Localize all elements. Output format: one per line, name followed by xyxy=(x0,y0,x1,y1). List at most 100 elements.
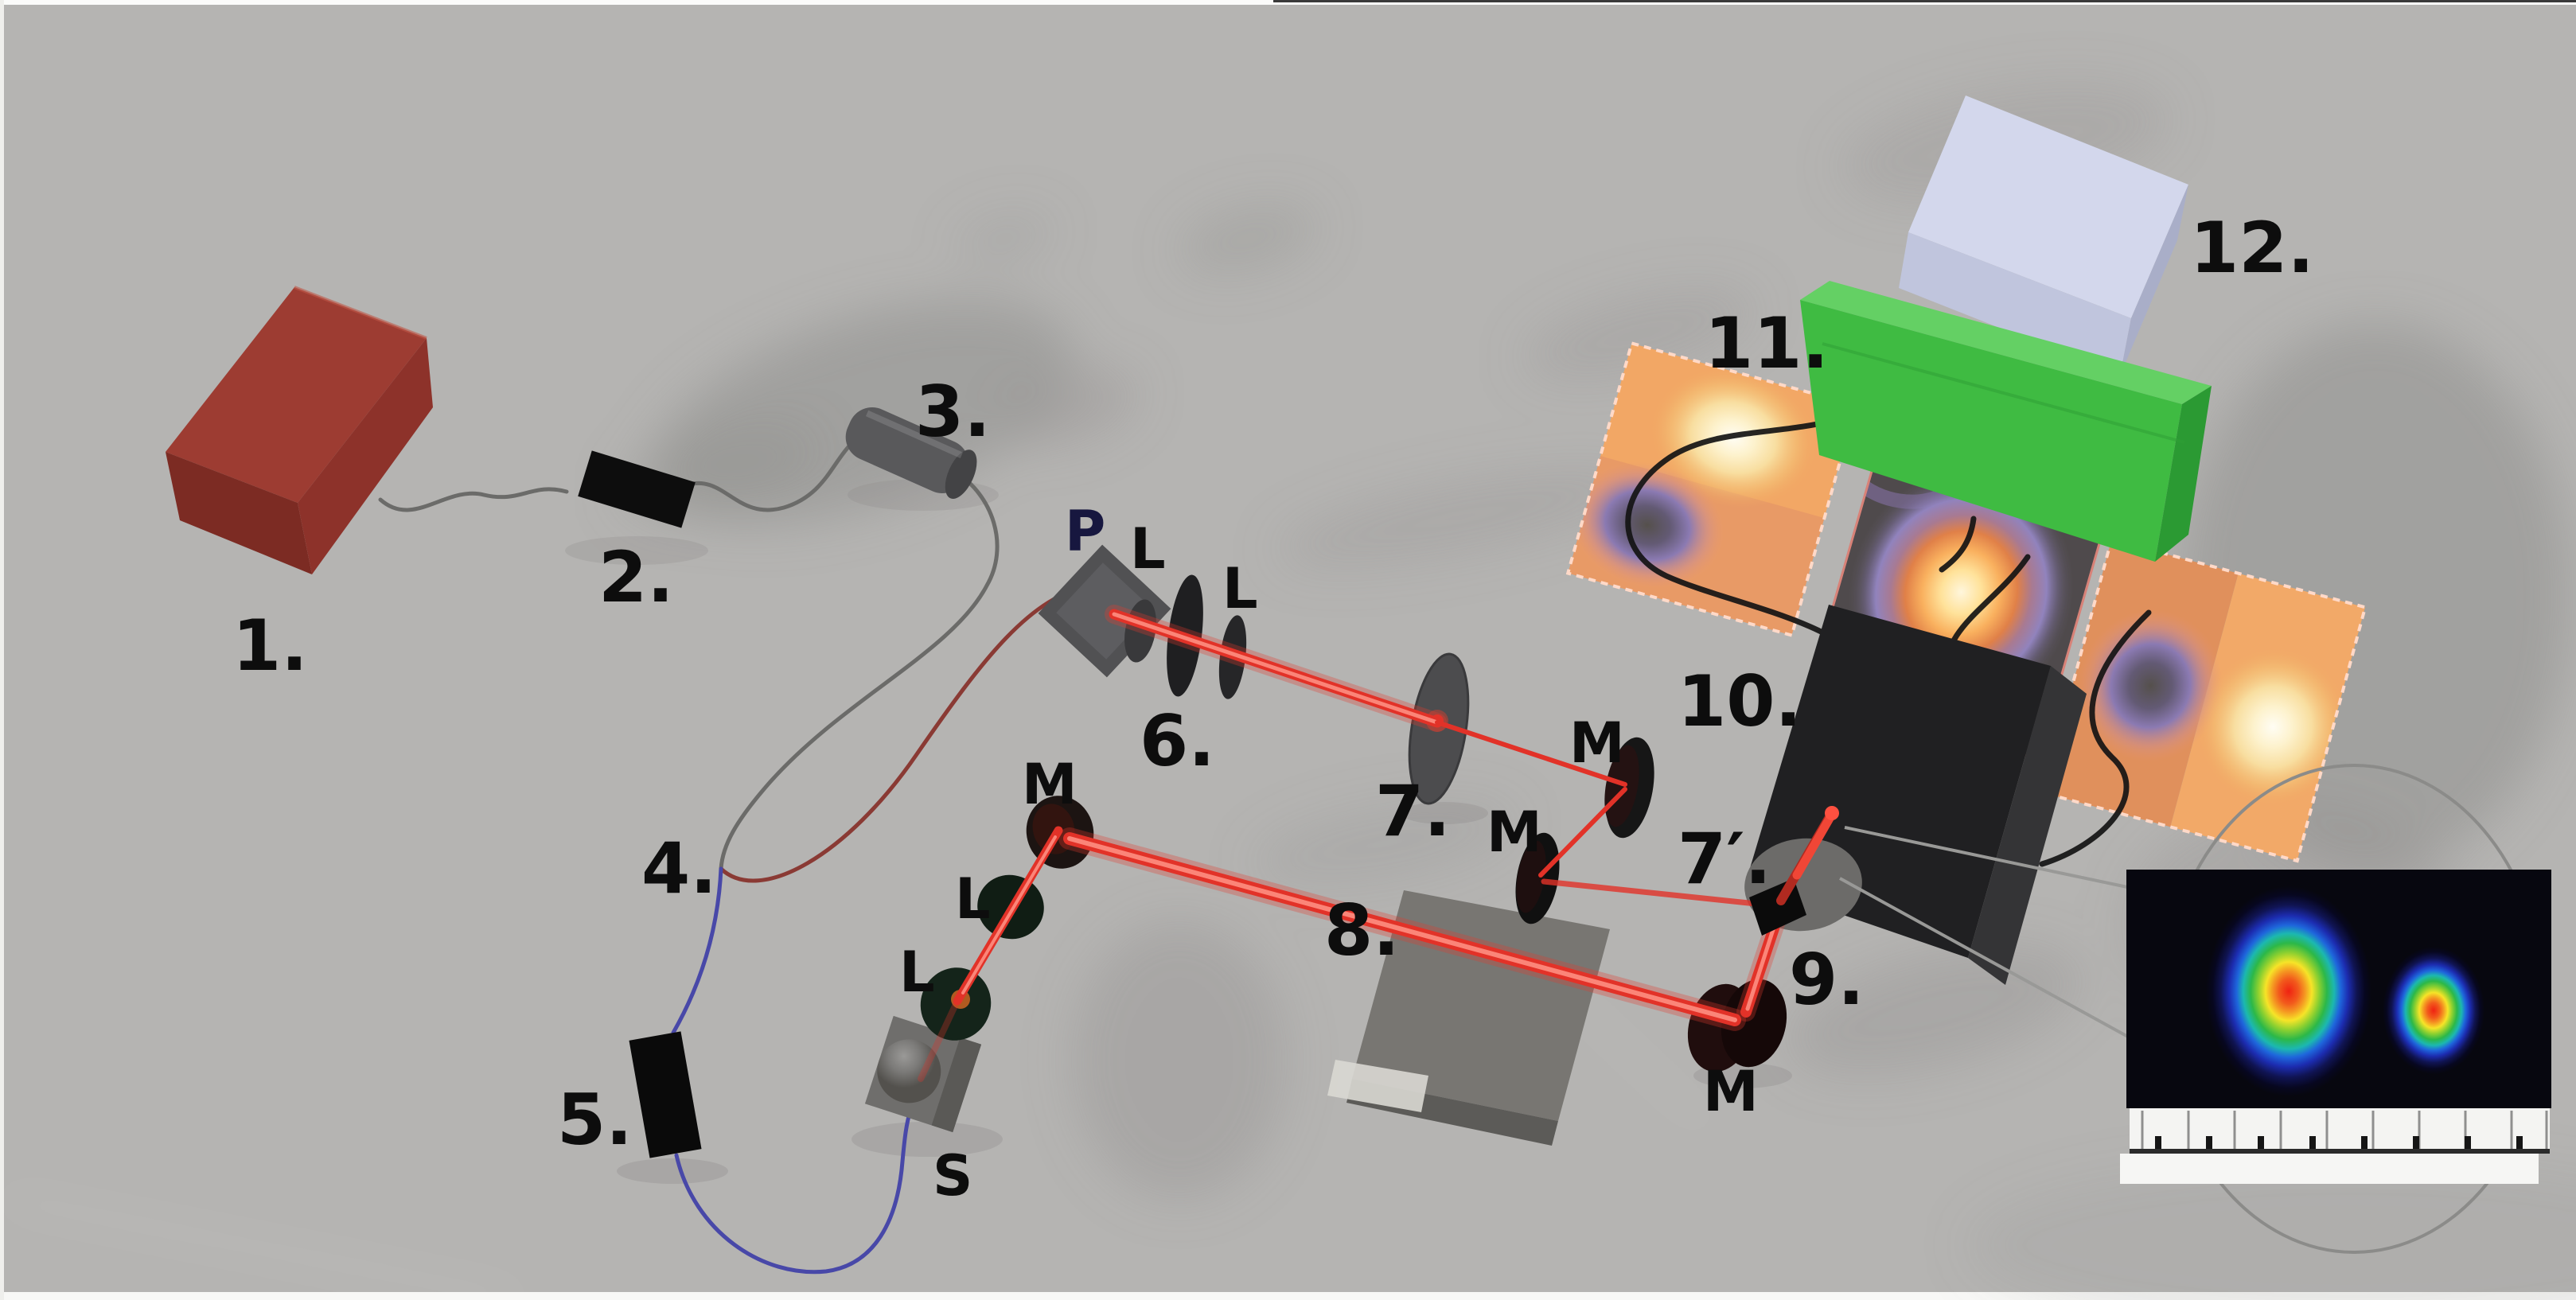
box12-top-face xyxy=(1908,95,2188,318)
frame-edge-bottom xyxy=(0,1292,2576,1300)
fibers xyxy=(378,432,1094,1275)
beam-highlight xyxy=(961,835,1057,994)
shadow-blob xyxy=(1251,799,1518,888)
contact-shadow xyxy=(852,1122,1003,1157)
frame-edge-left xyxy=(0,0,4,1300)
cylinder-cap xyxy=(945,450,977,499)
cylinder-body xyxy=(845,407,969,493)
contact-shadows xyxy=(565,479,1792,1184)
ruler-tick-bold xyxy=(2361,1136,2368,1155)
wire-right-panel xyxy=(2039,609,2152,867)
source-unit-s xyxy=(864,1015,982,1133)
label-10-detector-box: 10. xyxy=(1678,660,1802,742)
mirror-m2 xyxy=(1515,832,1560,924)
frame-edge-top-dark xyxy=(1273,0,2576,2)
beam-highlight xyxy=(1112,612,1440,725)
blue-fiber-loop xyxy=(674,1108,913,1275)
callout-line-lower xyxy=(1839,877,2168,1060)
label-source: S xyxy=(933,1143,972,1209)
contact-shadow xyxy=(565,536,708,565)
cylinder-highlight xyxy=(865,410,963,458)
label-4-fiber-junction: 4. xyxy=(641,827,717,909)
box11-right-face xyxy=(2155,386,2212,562)
rod-tip xyxy=(1825,806,1839,820)
box10-side-face xyxy=(1968,666,2087,985)
label-11-green-unit: 11. xyxy=(1705,302,1829,384)
label-2-inline-component: 2. xyxy=(598,536,674,618)
label-lens-c: L xyxy=(899,940,935,1005)
contact-shadow xyxy=(1401,802,1488,824)
laser-top-face xyxy=(166,287,427,503)
box12-right-face xyxy=(2120,185,2188,376)
inline-component-2 xyxy=(578,450,696,528)
box11-ridge xyxy=(1822,342,2185,444)
wire-left-panel xyxy=(1625,387,1907,713)
beam-iris-to-m1 xyxy=(1435,720,1627,787)
label-9-element: 9. xyxy=(1789,939,1865,1021)
paper-strip xyxy=(1327,1060,1428,1112)
component-box-5 xyxy=(629,1031,702,1158)
ruler-tick-bold xyxy=(2206,1136,2212,1155)
label-8-platform: 8. xyxy=(1324,889,1400,971)
label-mirror-m0: M xyxy=(1022,752,1078,817)
beam-m2-to-combiner xyxy=(1541,878,1775,909)
magnifier-inset xyxy=(1839,764,2551,1254)
label-polarizer: P xyxy=(1065,499,1105,564)
mirror-face xyxy=(1604,745,1639,827)
polarizer-assembly xyxy=(1038,544,1171,678)
shadow-blob xyxy=(953,212,1055,266)
combiner-cube-9 xyxy=(1749,878,1806,936)
mirror-mount xyxy=(1721,979,1787,1068)
rod-bright xyxy=(1792,807,1838,880)
box11-top-face xyxy=(1800,281,2212,404)
shadow-blob xyxy=(1178,203,1318,274)
label-5-component: 5. xyxy=(557,1079,633,1161)
mirror-m1 xyxy=(1604,737,1654,839)
laser-left-face xyxy=(166,452,312,574)
box12-front-face xyxy=(1899,232,2131,376)
laser-right-face xyxy=(298,338,433,574)
beam-m1-to-m2 xyxy=(1538,787,1627,878)
label-12-control-unit: 12. xyxy=(2190,207,2314,289)
label-7prime-iris: 7′. xyxy=(1678,818,1771,900)
gray-cable-2 xyxy=(684,432,867,512)
label-lens-d: L xyxy=(955,866,991,932)
bright-mode-blob xyxy=(2195,645,2351,808)
shadow-blob xyxy=(1003,368,1138,446)
blue-fiber-upper xyxy=(671,866,723,1035)
labels: 1. 2. 3. 4. 5. 6. 7. 7′. 8. 9. 10. 11. 1… xyxy=(232,207,2314,1209)
box11-front-face xyxy=(1800,300,2182,562)
shadow-blob xyxy=(1786,944,2082,1076)
label-lens-a: L xyxy=(1130,516,1166,582)
label-1-laser: 1. xyxy=(232,605,308,687)
contact-shadow xyxy=(617,1158,728,1184)
platform-8 xyxy=(1327,890,1610,1146)
output-beam-rod xyxy=(1776,806,1839,905)
label-3-collimator: 3. xyxy=(915,371,991,453)
platform-top xyxy=(1352,890,1610,1121)
beam-spot-small xyxy=(2383,947,2484,1074)
collimator-cylinder-3 xyxy=(845,407,977,499)
shadow-blob xyxy=(1276,467,1644,567)
ruler-tick-bold xyxy=(2309,1136,2316,1155)
red-fiber xyxy=(719,583,1094,883)
beam-source-faint xyxy=(918,998,961,1082)
laser-edge-highlight xyxy=(294,286,427,340)
beam-spot-large xyxy=(2206,886,2371,1096)
label-mirror-m3: M xyxy=(1703,1059,1759,1124)
source-dome xyxy=(877,1039,941,1103)
label-mirror-m1: M xyxy=(1569,710,1625,776)
shadow-blob xyxy=(1072,921,1287,1199)
label-6-lens-pair: 6. xyxy=(1140,700,1215,782)
green-unit-box-11 xyxy=(1800,281,2212,562)
label-lens-b: L xyxy=(1222,556,1258,621)
dark-mode-blob xyxy=(1570,461,1724,589)
source-side xyxy=(931,1037,982,1133)
ruler-tick-bold xyxy=(2465,1136,2471,1155)
gray-cable-loop xyxy=(719,467,1000,871)
control-unit-box-12 xyxy=(1899,95,2188,376)
panel-dashed-border xyxy=(1565,341,1858,638)
ruler-tick-bold xyxy=(2413,1136,2419,1155)
